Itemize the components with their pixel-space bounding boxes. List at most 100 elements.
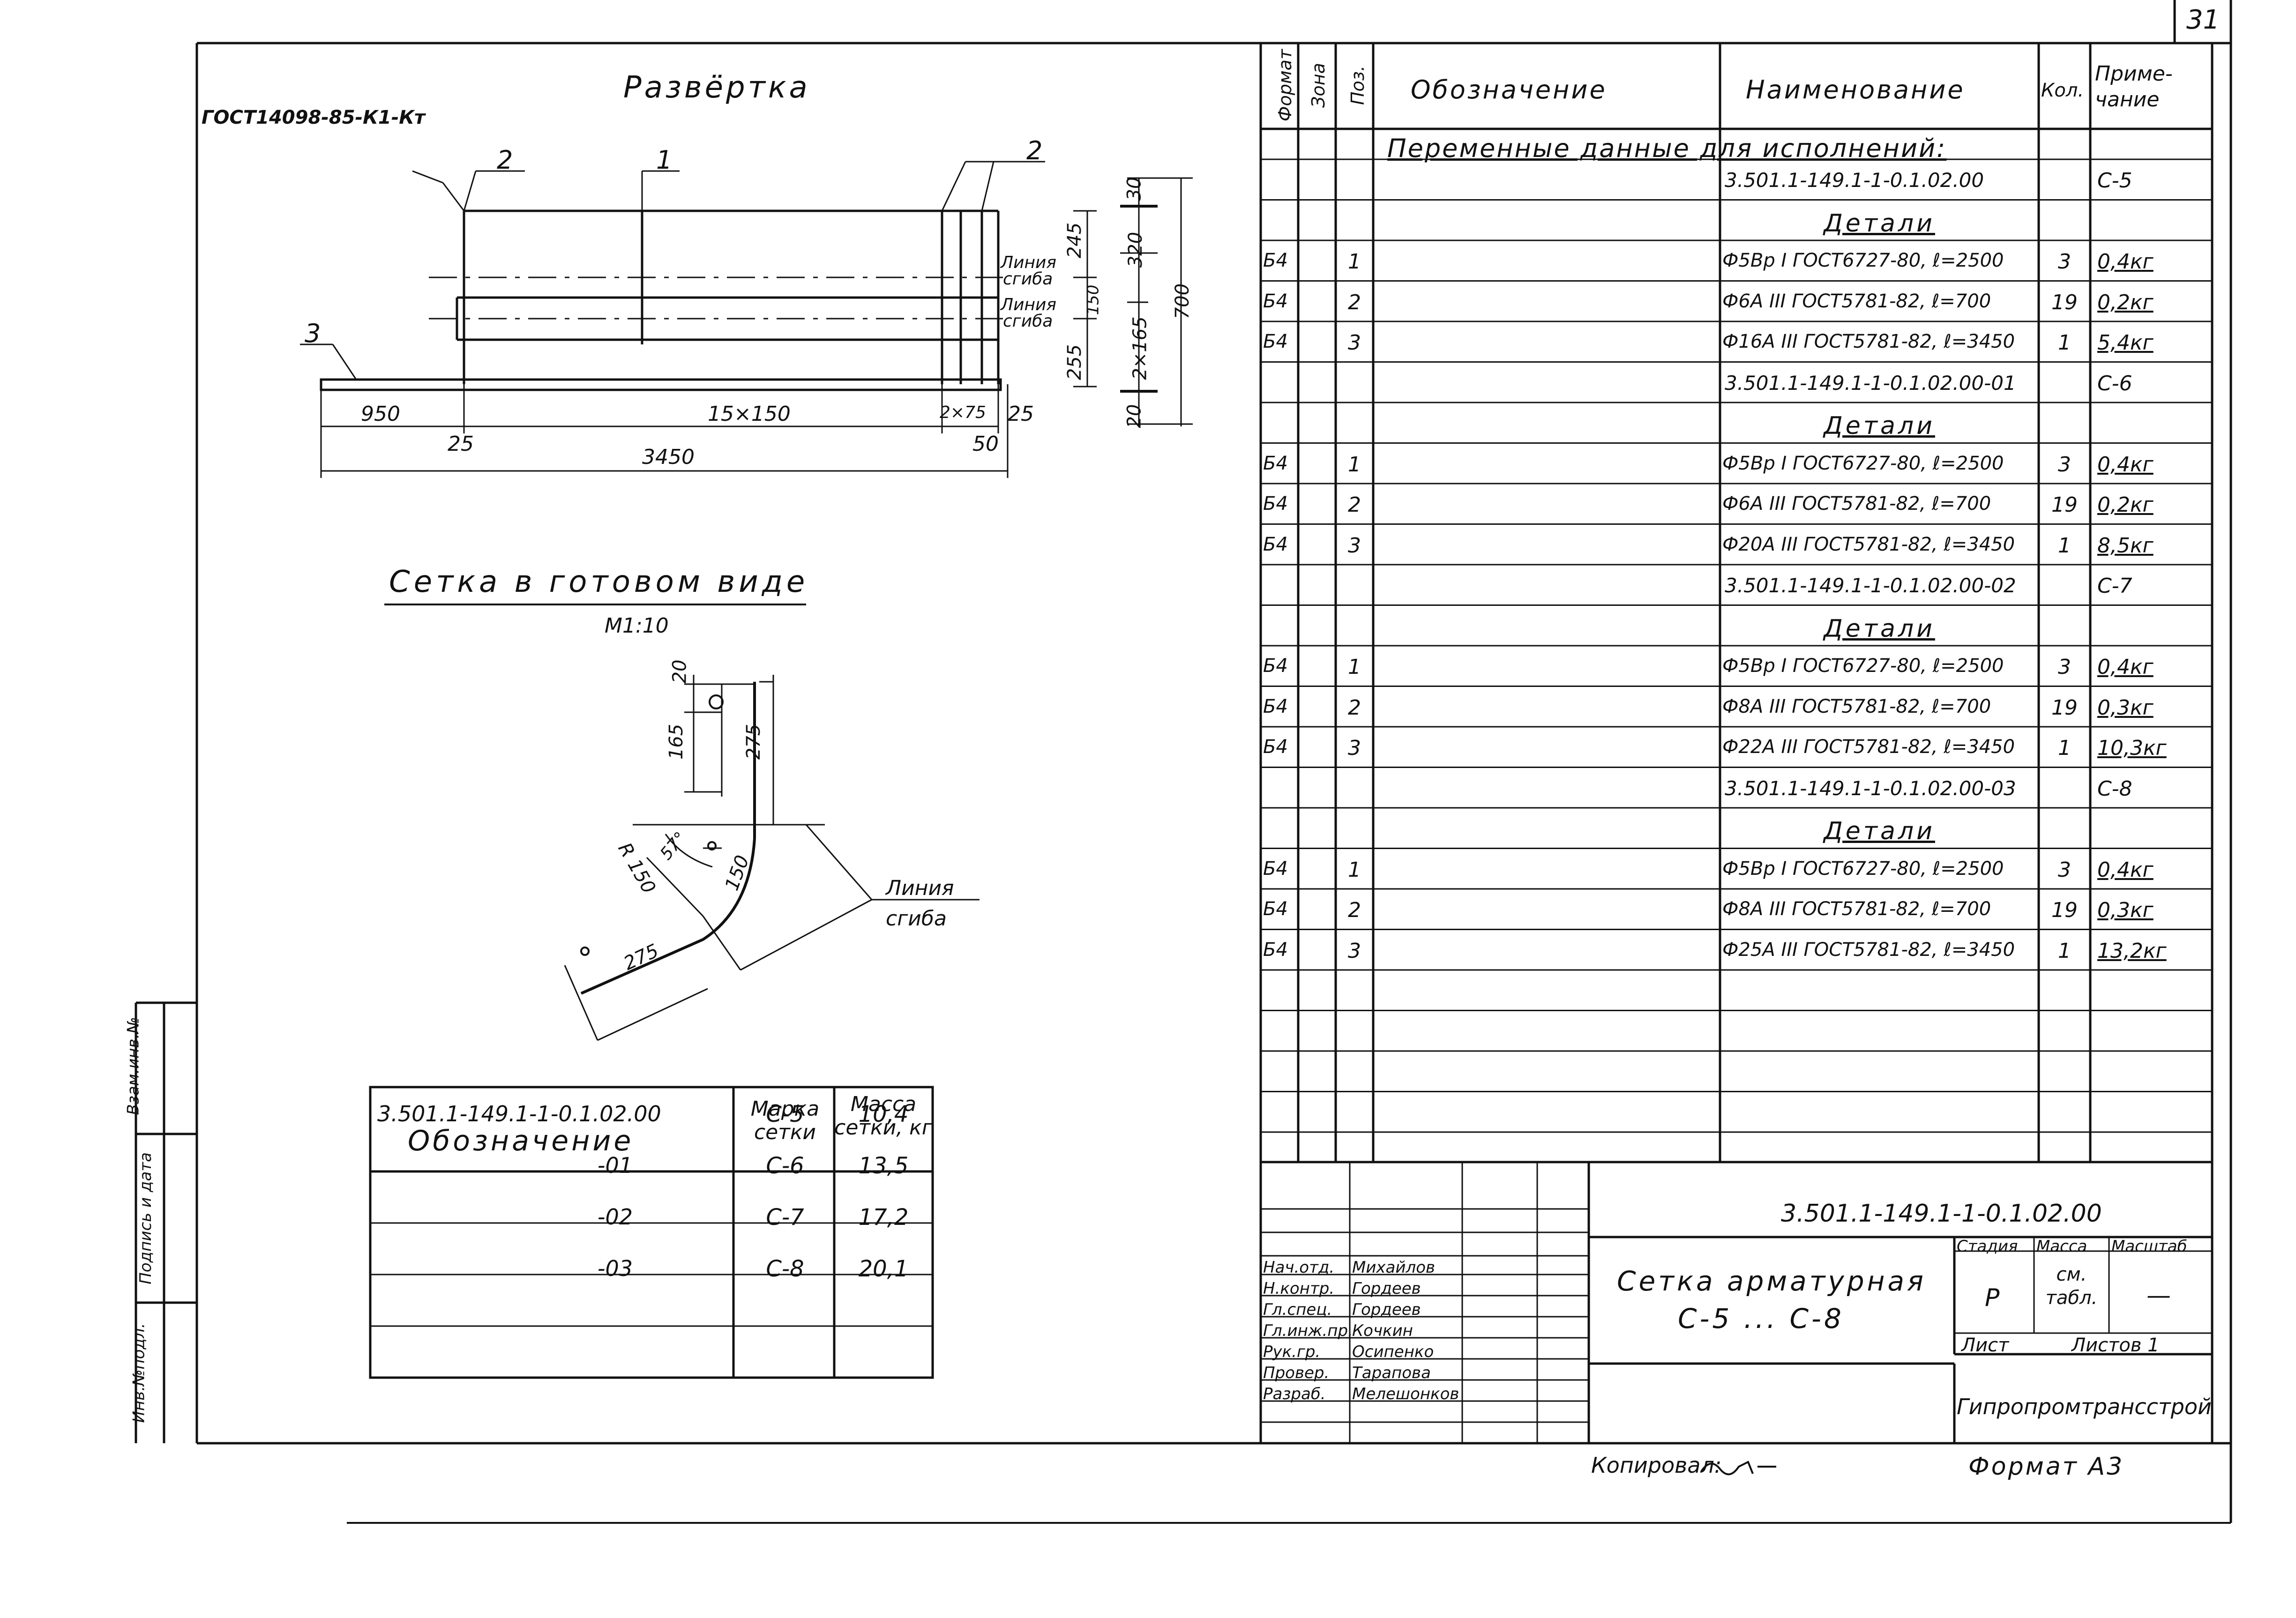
spec-name: Ф5Вр I ГОСТ6727-80, ℓ=2500 — [1722, 857, 2004, 880]
spec-qty: 1 — [2058, 736, 2071, 760]
dim-165: 165 — [666, 723, 688, 760]
tb-title-line1: Сетка арматурная — [1617, 1265, 1926, 1297]
tb-person-name: Михайлов — [1352, 1258, 1436, 1277]
tb-designation: 3.501.1-149.1-1-0.1.02.00 — [1781, 1200, 2102, 1228]
tb-title-line2: С-5 ... С-8 — [1678, 1303, 1844, 1335]
spec-subheading: Детали — [1824, 817, 1935, 845]
dim-2x165: 2×165 — [1129, 316, 1151, 380]
spec-name: Ф5Вр I ГОСТ6727-80, ℓ=2500 — [1722, 452, 2004, 474]
spec-format: Б4 — [1263, 452, 1288, 474]
mass-row-designation: -03 — [597, 1256, 633, 1281]
setka-bend-label: Линия — [886, 876, 954, 900]
spec-qty: 3 — [2058, 452, 2071, 477]
spec-format: Б4 — [1263, 898, 1288, 920]
spec-position: 1 — [1348, 655, 1361, 679]
dim-275-top: 275 — [743, 723, 765, 760]
spec-note: 0,4кг — [2097, 250, 2154, 274]
spec-name: Ф6А III ГОСТ5781-82, ℓ=700 — [1722, 290, 1991, 312]
dim-3450: 3450 — [642, 445, 695, 469]
mass-row-designation: -01 — [597, 1153, 633, 1178]
tb-role: Разраб. — [1263, 1385, 1326, 1403]
spec-qty: 3 — [2058, 250, 2071, 274]
spec-qty: 3 — [2058, 857, 2071, 882]
spec-qty: 1 — [2058, 331, 2071, 355]
spec-note: 0,3кг — [2097, 898, 2154, 922]
footer-format: Формат А3 — [1968, 1453, 2124, 1481]
spec-doc-designation: 3.501.1-149.1-1-0.1.02.00-03 — [1725, 776, 2016, 800]
spec-note: 0,3кг — [2097, 695, 2154, 720]
dim-25-left: 25 — [448, 432, 474, 456]
spec-qty: 1 — [2058, 533, 2071, 558]
dim-50: 50 — [972, 432, 999, 456]
spec-format: Б4 — [1263, 939, 1288, 961]
mass-header-designation: Обозначение — [408, 1125, 634, 1157]
spec-name: Ф5Вр I ГОСТ6727-80, ℓ=2500 — [1722, 655, 2004, 677]
mass-row-mass: 10,4 — [858, 1101, 909, 1127]
mass-row-mass: 13,5 — [858, 1153, 909, 1179]
mass-header-mass: Масса сетки, кг — [834, 1092, 933, 1140]
gost-label: ГОСТ14098-85-К1-Кт — [202, 107, 426, 128]
spec-note: 0,4кг — [2097, 655, 2154, 679]
tb-sheet-label: Лист — [1961, 1335, 2009, 1356]
tb-stage-label: Стадия — [1957, 1237, 2018, 1256]
spec-header-qty: Кол. — [2041, 80, 2084, 101]
mass-table: Обозначение Марка сетки Масса сетки, кг … — [370, 1087, 933, 1378]
spec-subheading: Детали — [1824, 614, 1935, 643]
bend-line-label: сгиба — [1003, 269, 1053, 289]
spec-format: Б4 — [1263, 290, 1288, 312]
bend-line-label: Линия — [1001, 253, 1057, 272]
tb-person-name: Гордеев — [1352, 1300, 1421, 1319]
tb-role: Нач.отд. — [1263, 1258, 1335, 1277]
dim-20-b: 20 — [669, 659, 691, 684]
spec-qty: 1 — [2058, 939, 2071, 963]
spec-section-title: Переменные данные для исполнений: — [1387, 134, 1947, 163]
spec-name: Ф5Вр I ГОСТ6727-80, ℓ=2500 — [1722, 250, 2004, 271]
spec-header-note: Приме-чание — [2095, 62, 2173, 112]
spec-subheading: Детали — [1824, 209, 1935, 238]
tb-scale-label: Масштаб — [2111, 1237, 2187, 1256]
mass-row-mass: 20,1 — [858, 1256, 909, 1282]
dim-15x150: 15×150 — [708, 402, 791, 426]
spec-position: 3 — [1348, 533, 1361, 558]
spec-note: 10,3кг — [2097, 736, 2167, 760]
spec-note: С-6 — [2097, 371, 2132, 395]
tb-sheets-label: Листов 1 — [2072, 1335, 2160, 1356]
mass-row-mark: С-7 — [766, 1204, 804, 1230]
dim-255: 255 — [1064, 344, 1086, 380]
pos-label-2b: 2 — [1026, 136, 1043, 165]
spec-note: 0,2кг — [2097, 493, 2154, 517]
spec-format: Б4 — [1263, 533, 1288, 555]
spec-name: Ф22А III ГОСТ5781-82, ℓ=3450 — [1722, 736, 2015, 758]
tb-organization: Гипропромтрансстрой — [1957, 1394, 2212, 1419]
tb-role: Н.контр. — [1263, 1279, 1335, 1298]
tb-role: Гл.спец. — [1263, 1300, 1332, 1319]
spec-position: 1 — [1348, 857, 1361, 882]
mass-row-designation: -02 — [597, 1204, 633, 1230]
mass-header-mark: Марка сетки — [750, 1097, 820, 1144]
spec-position: 2 — [1348, 493, 1361, 517]
tb-role: Гл.инж.пр. — [1263, 1321, 1353, 1340]
spec-doc-designation: 3.501.1-149.1-1-0.1.02.00-01 — [1725, 371, 2016, 395]
setka-bend-label: сгиба — [886, 907, 947, 931]
spec-header-designation: Обозначение — [1411, 75, 1607, 104]
tb-scale-value: — — [2146, 1282, 2171, 1310]
strip-label: Инв.№подл. — [129, 1323, 149, 1423]
pos-label-3: 3 — [305, 319, 321, 348]
sheet-number: 31 — [2186, 5, 2220, 35]
spec-position: 3 — [1348, 331, 1361, 355]
spec-position: 1 — [1348, 250, 1361, 274]
mass-row-mass: 17,2 — [858, 1204, 909, 1230]
tb-person-name: Осипенко — [1352, 1342, 1434, 1361]
strip-label: Взам.инв.№ — [124, 1017, 143, 1115]
spec-format: Б4 — [1263, 655, 1288, 677]
spec-qty: 19 — [2051, 290, 2078, 314]
spec-qty: 19 — [2051, 898, 2078, 922]
tb-person-name: Мелешонкова — [1352, 1385, 1460, 1403]
dim-30: 30 — [1123, 177, 1145, 201]
tb-role: Рук.гр. — [1263, 1342, 1321, 1361]
tb-person-name: Гордеев — [1352, 1279, 1421, 1298]
spec-subheading: Детали — [1824, 412, 1935, 440]
razvertka-title: Развёртка — [623, 70, 810, 105]
spec-format: Б4 — [1263, 331, 1288, 352]
